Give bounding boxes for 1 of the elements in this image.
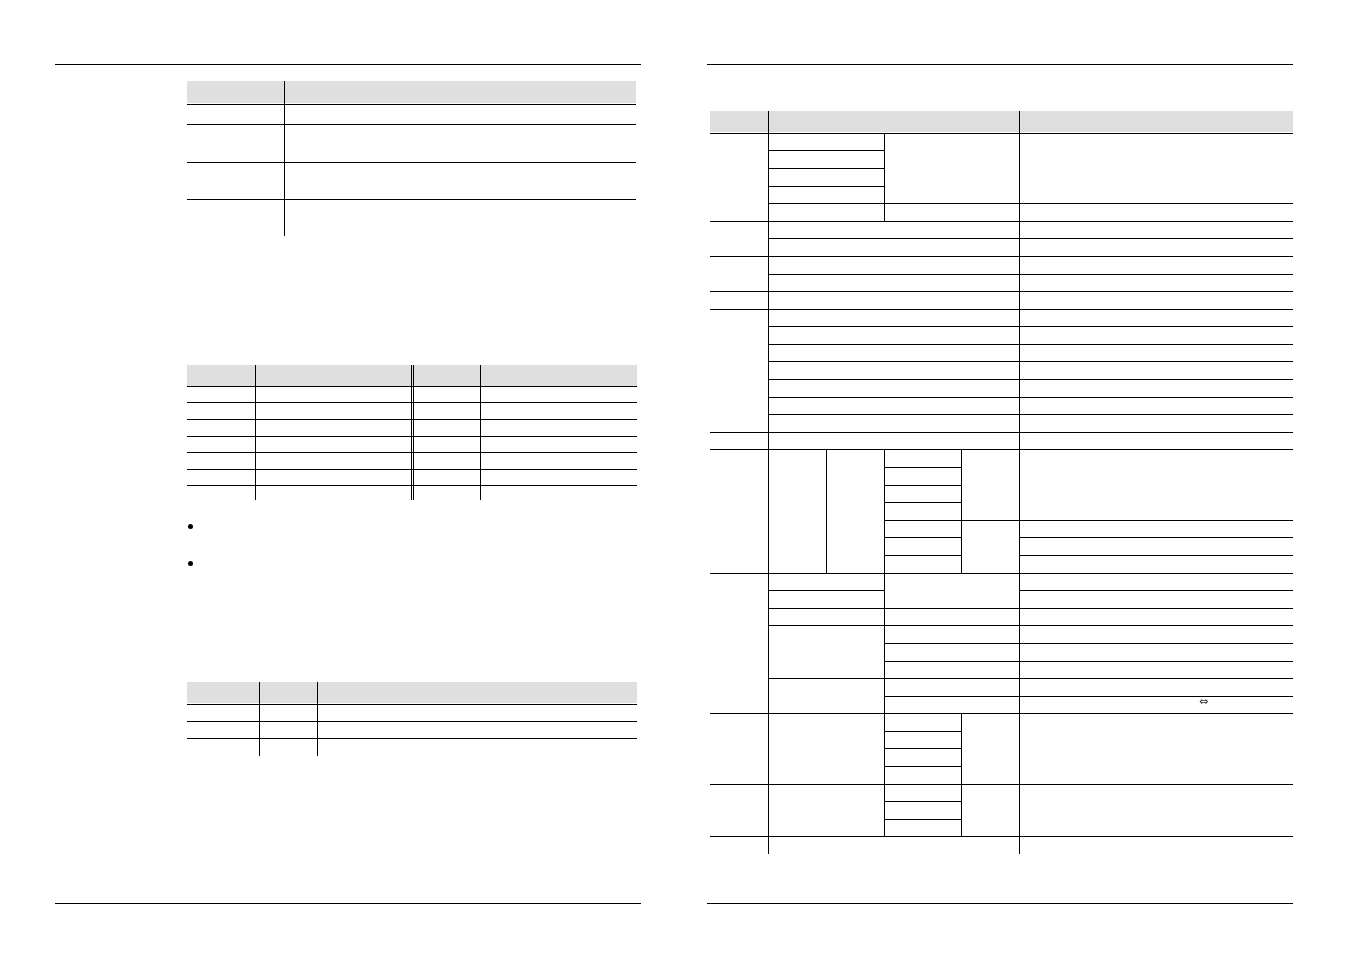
double-arrow-symbol: ⇔ <box>1199 696 1209 707</box>
